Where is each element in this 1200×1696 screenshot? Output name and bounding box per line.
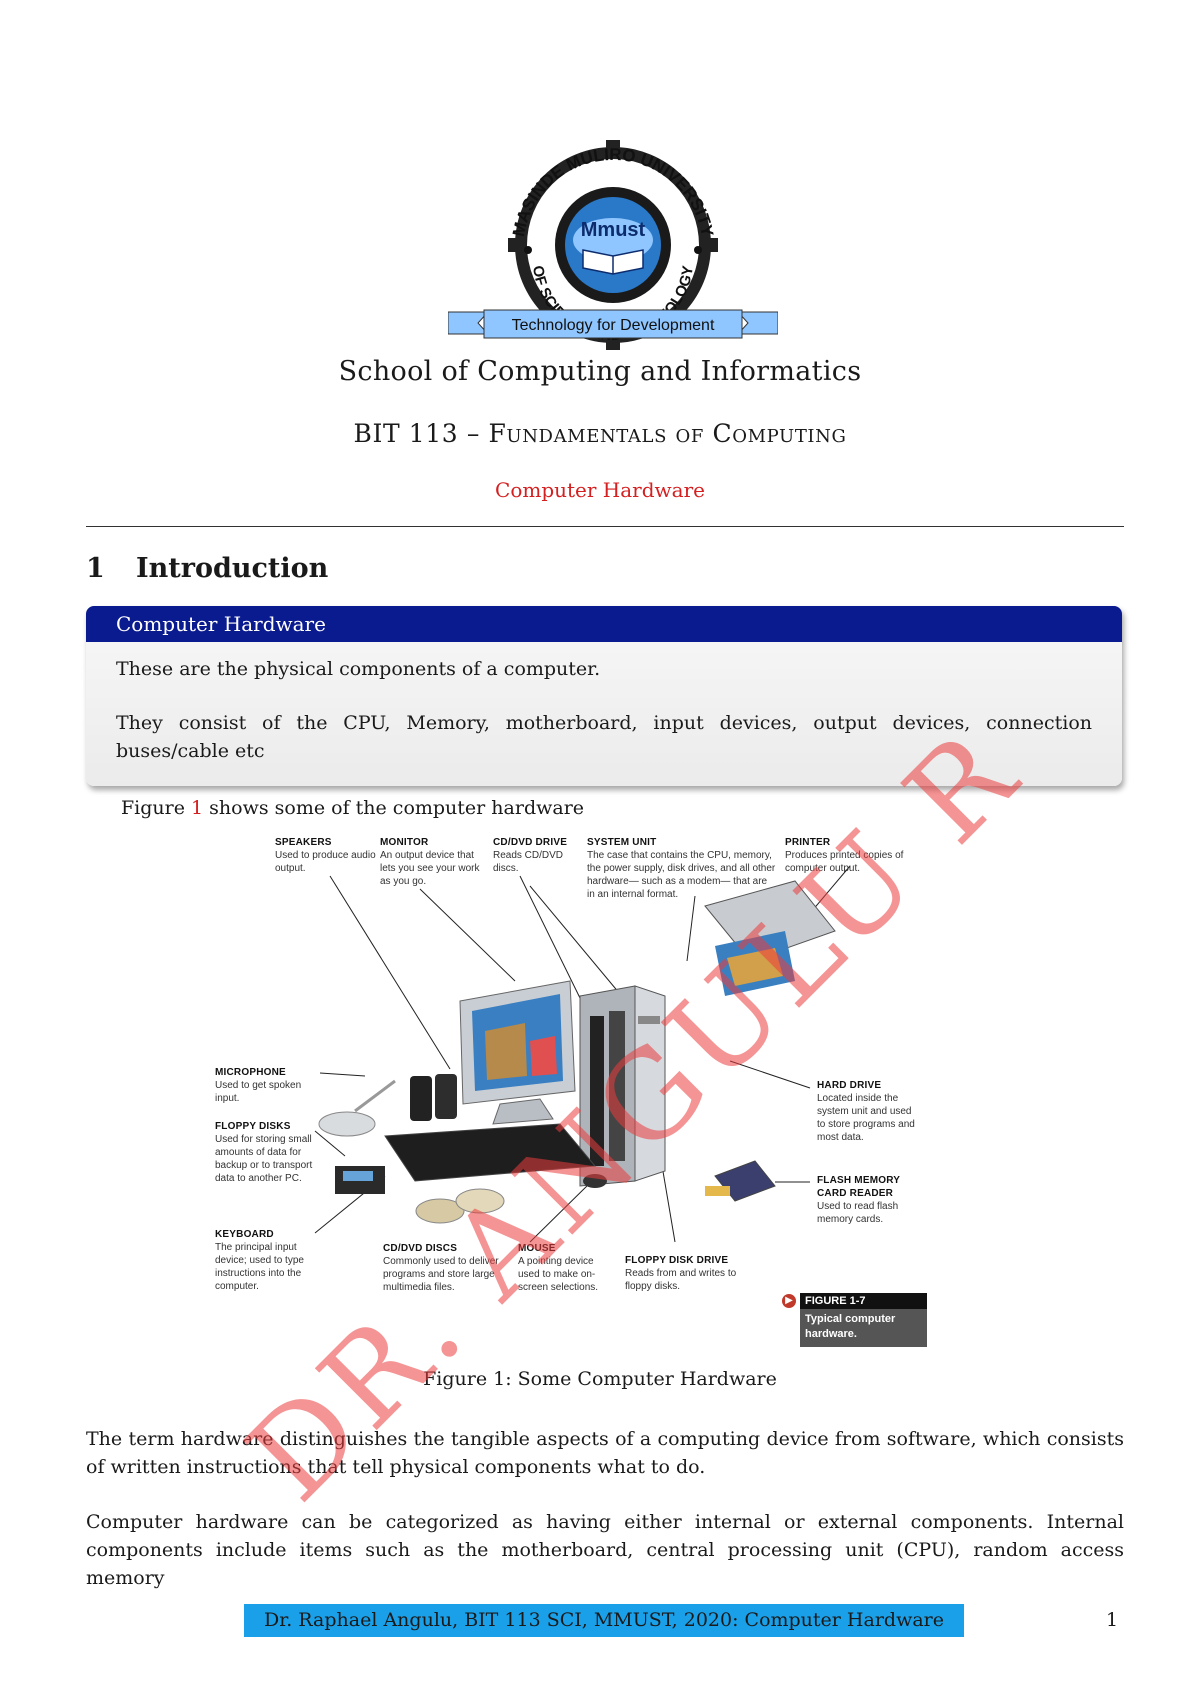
section-number: 1 xyxy=(86,553,105,584)
figure-ref-before: Figure xyxy=(121,797,192,819)
logo-center-text: Mmust xyxy=(581,219,646,241)
university-logo: Mmust MASINDE MULIRO UNIVERSITY OF SCIEN… xyxy=(448,140,778,350)
cd-disc-1 xyxy=(415,1198,465,1224)
figure-badge-text: Typical computer hardware. xyxy=(805,1313,896,1340)
definition-box-header: Computer Hardware xyxy=(86,606,1122,642)
speaker-right xyxy=(435,1074,457,1119)
topic-title: Computer Hardware xyxy=(495,478,705,502)
footer-text: Dr. Raphael Angulu, BIT 113 SCI, MMUST, … xyxy=(264,1609,944,1631)
card-reader-illustration xyxy=(705,1160,776,1202)
figure-badge-title: FIGURE 1-7 xyxy=(800,1293,927,1309)
definition-line-2: They consist of the CPU, Memory, motherb… xyxy=(116,712,1092,762)
definition-box-title: Computer Hardware xyxy=(116,612,326,636)
logo-banner-text: Technology for Development xyxy=(512,317,715,334)
footer-band xyxy=(244,1604,964,1637)
figure-caption: Figure 1: Some Computer Hardware xyxy=(423,1368,777,1390)
header-divider xyxy=(86,526,1124,527)
figure-ref-after: shows some of the computer hardware xyxy=(203,797,585,819)
figure-badge: FIGURE 1-7 Typical computer hardware. xyxy=(800,1293,927,1347)
school-title: School of Computing and Informatics xyxy=(338,356,862,387)
hardware-illustration xyxy=(314,865,851,1243)
arrow-icon: ▶ xyxy=(782,1294,796,1308)
microphone-illustration xyxy=(318,1079,396,1137)
course-code: BIT 113 – xyxy=(353,419,489,448)
page-number: 1 xyxy=(1106,1609,1119,1631)
section-heading: 1 Introduction xyxy=(86,553,328,584)
section-title: Introduction xyxy=(136,553,329,584)
paragraph-2: Computer hardware can be categorized as … xyxy=(86,1511,1124,1589)
keyboard-illustration xyxy=(384,1123,596,1182)
speaker-left xyxy=(410,1076,432,1121)
mouse-illustration xyxy=(583,1174,607,1188)
paragraph-1: The term hardware distinguishes the tang… xyxy=(86,1428,1124,1478)
course-title: BIT 113 – Fundamentals of Computing xyxy=(0,419,1200,448)
cd-disc-2 xyxy=(455,1188,505,1214)
floppy-disks-illustration xyxy=(335,1166,385,1194)
figure-ref-link[interactable]: 1 xyxy=(191,797,204,819)
figure-reference: Figure 1 shows some of the computer hard… xyxy=(121,797,584,819)
monitor-illustration xyxy=(459,980,576,1125)
definition-line-1: These are the physical components of a c… xyxy=(116,658,601,680)
system-unit-illustration xyxy=(579,985,666,1187)
printer-illustration xyxy=(704,880,836,996)
course-name: Fundamentals of Computing xyxy=(488,419,847,448)
definition-box-body: These are the physical components of a c… xyxy=(116,655,1092,791)
